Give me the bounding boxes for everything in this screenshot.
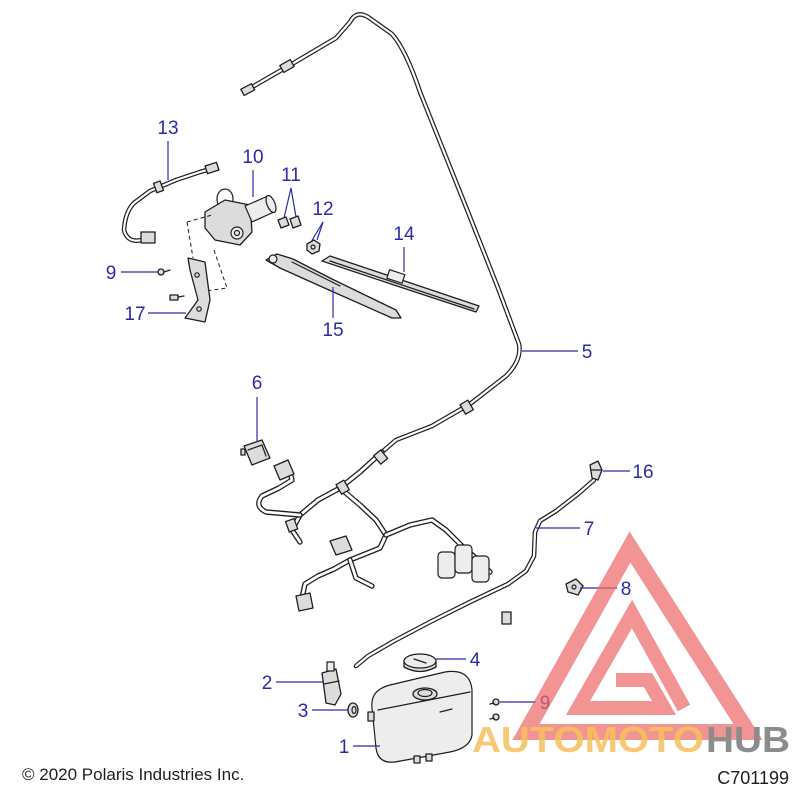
reservoir-cap [403, 653, 437, 673]
lead-tie [152, 180, 165, 194]
callout-13: 13 [157, 118, 178, 139]
hose-clip [279, 58, 295, 74]
callout-17: 17 [124, 304, 145, 325]
copyright-notice: © 2020 Polaris Industries Inc. [22, 765, 244, 784]
callout-3: 3 [298, 701, 309, 722]
watermark-g-icon [565, 599, 691, 715]
callout-12: 12 [312, 199, 333, 220]
callout-14: 14 [393, 224, 415, 245]
leader-lines [121, 141, 630, 747]
bolt [169, 294, 185, 301]
callout-15: 15 [322, 320, 343, 341]
screw [489, 698, 500, 706]
hose-clip [459, 399, 474, 415]
hose-retainer-clip [565, 578, 584, 596]
washer-hose-nozzle [356, 480, 594, 666]
leader-line [316, 221, 324, 241]
callout-8: 8 [621, 579, 632, 600]
harness-clip [335, 479, 350, 495]
lead-connector [140, 231, 156, 244]
callout-6: 6 [252, 373, 263, 394]
leader-line [310, 221, 324, 243]
harness-clip [284, 517, 299, 533]
wiper-switch [240, 439, 271, 466]
wiper-motor [204, 188, 277, 246]
relay [471, 555, 490, 583]
callout-7: 7 [584, 519, 595, 540]
callout-1: 1 [339, 737, 350, 758]
watermark-text-secondary: HUB [706, 719, 790, 760]
callout-2: 2 [262, 673, 273, 694]
washer-nozzle [589, 460, 603, 481]
callout-16: 16 [632, 462, 653, 483]
washer-reservoir [367, 670, 473, 764]
screw [157, 268, 171, 276]
callout-10: 10 [242, 147, 263, 168]
pump-grommet [347, 702, 359, 718]
lead-end [204, 161, 220, 175]
hose-fitting [501, 611, 512, 625]
relay [454, 544, 473, 574]
wiring-harness [259, 449, 490, 612]
blade-clip [386, 269, 406, 284]
wiper-arm [265, 253, 402, 319]
motor-spline-shaft [230, 226, 244, 240]
motor-bracket [184, 214, 228, 323]
watermark-logo: AUTOMOTO HUB [472, 531, 790, 760]
washer-pump [321, 661, 342, 706]
watermark-text-primary: AUTOMOTO [472, 719, 704, 760]
screw [489, 713, 500, 721]
callout-9-bracket: 9 [106, 263, 117, 284]
washer-hose-main [240, 14, 520, 452]
callout-5: 5 [582, 342, 593, 363]
pump-outlet [326, 661, 335, 672]
leader-line [290, 187, 297, 218]
callout-11: 11 [281, 165, 301, 186]
wiper-blade [321, 255, 480, 313]
diagram-id: C701199 [717, 768, 789, 788]
motor-harness-lead [124, 161, 220, 244]
watermark-triangle-icon [512, 531, 763, 740]
motor-nut-washer [277, 215, 302, 229]
relay [437, 551, 456, 579]
arm-nut [306, 239, 321, 255]
hose-end-connector [240, 83, 256, 97]
callout-4: 4 [470, 650, 481, 671]
harness-connector [295, 592, 314, 612]
leader-line [283, 187, 292, 219]
harness-clip [373, 449, 389, 465]
harness-connector [329, 535, 353, 556]
harness-connector [273, 459, 295, 481]
